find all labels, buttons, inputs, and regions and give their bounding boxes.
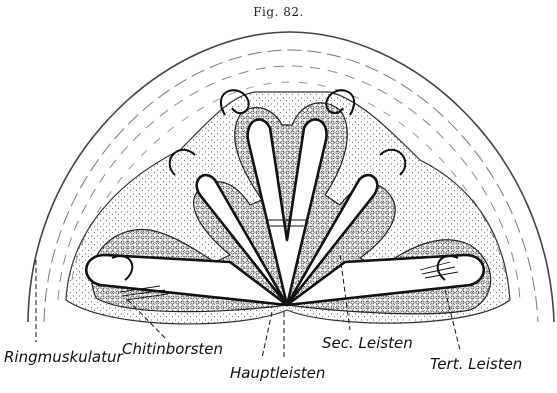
- label-ringmuskulatur: Ringmuskulatur: [4, 348, 123, 366]
- label-tert-leisten: Tert. Leisten: [430, 355, 522, 373]
- label-chitinborsten: Chitinborsten: [122, 340, 223, 358]
- label-sec-leisten: Sec. Leisten: [322, 334, 413, 352]
- label-hauptleisten: Hauptleisten: [230, 364, 325, 382]
